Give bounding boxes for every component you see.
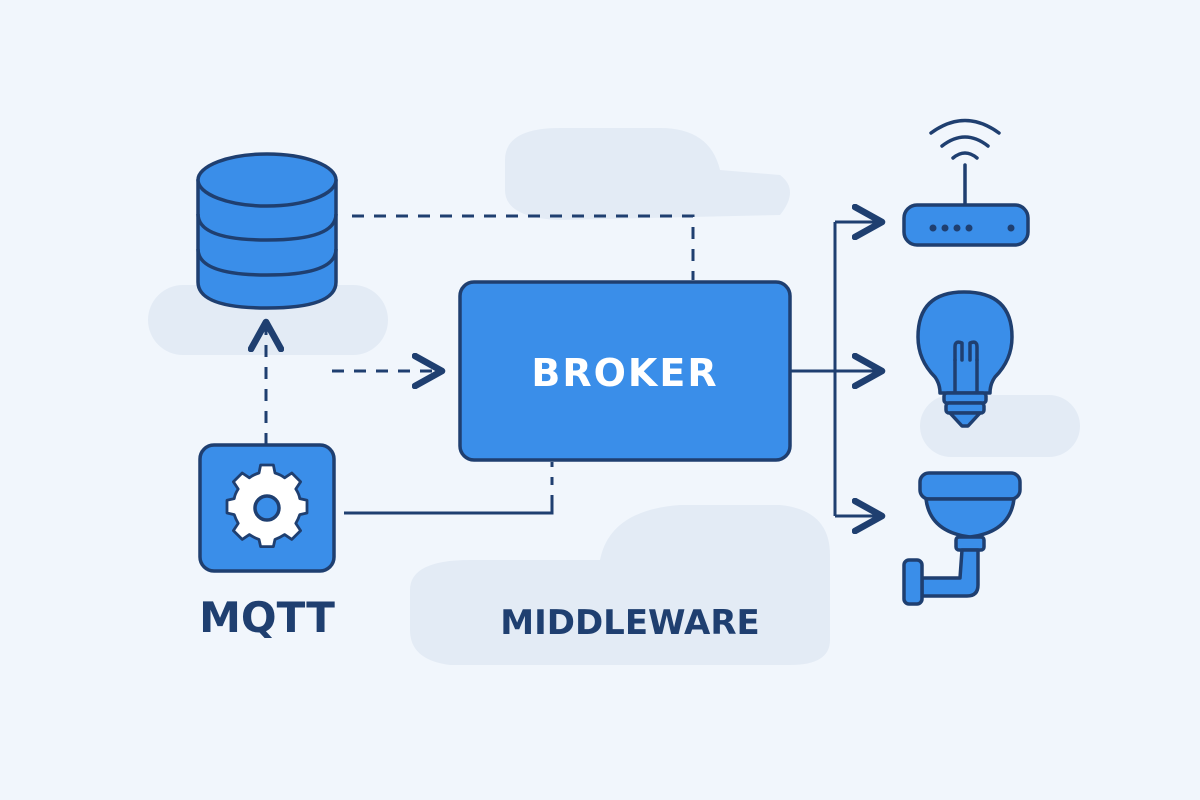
security-camera-icon	[902, 471, 1022, 606]
database-icon	[196, 152, 338, 310]
mqtt-label: MQTT	[199, 593, 335, 642]
light-bulb-icon	[916, 290, 1014, 428]
background-clouds	[148, 128, 1080, 665]
middleware-label: MIDDLEWARE	[500, 603, 760, 643]
cloud-bottom	[410, 505, 830, 665]
broker-box: BROKER	[458, 280, 792, 462]
cloud-top	[505, 128, 790, 220]
connections	[266, 216, 882, 516]
cloud-right	[920, 395, 1080, 457]
broker-label: BROKER	[531, 351, 718, 395]
db-to-broker-line	[352, 214, 695, 280]
gear-to-broker-line	[344, 495, 554, 515]
gear-icon	[198, 443, 336, 573]
wifi-router-icon	[902, 118, 1030, 247]
